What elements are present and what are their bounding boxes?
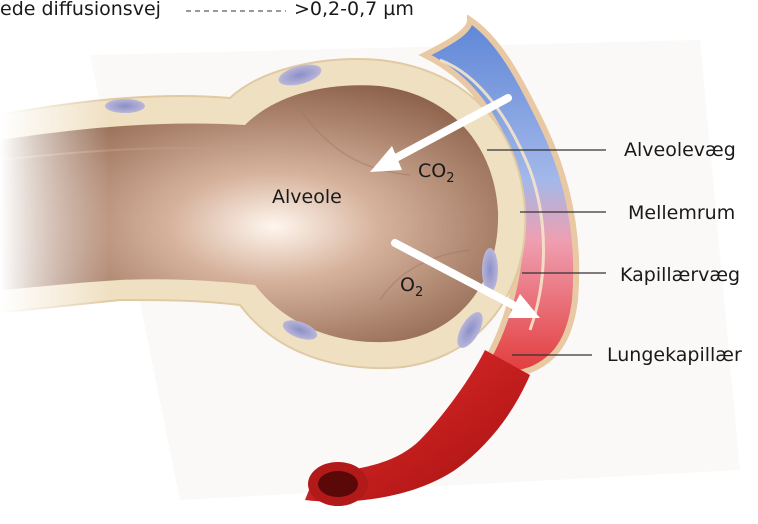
alveole-label: Alveole — [272, 188, 342, 207]
o2-base: O — [400, 274, 415, 296]
alveolevaeg-label: Alveolevæg — [624, 141, 736, 160]
mellemrum-label: Mellemrum — [628, 204, 735, 223]
diffusion-path-value: >0,2-0,7 µm — [294, 0, 414, 19]
co2-label: CO2 — [418, 162, 455, 185]
diffusion-path-label: ede diffusionsvej — [0, 0, 161, 19]
o2-label: O2 — [400, 276, 423, 299]
co2-base: CO — [418, 160, 446, 182]
kapillarvaeg-label: Kapillærvæg — [620, 266, 740, 285]
o2-subscript: 2 — [415, 285, 423, 300]
co2-subscript: 2 — [446, 171, 454, 186]
lungekapillar-label: Lungekapillær — [607, 346, 742, 365]
left-fade — [0, 40, 110, 340]
